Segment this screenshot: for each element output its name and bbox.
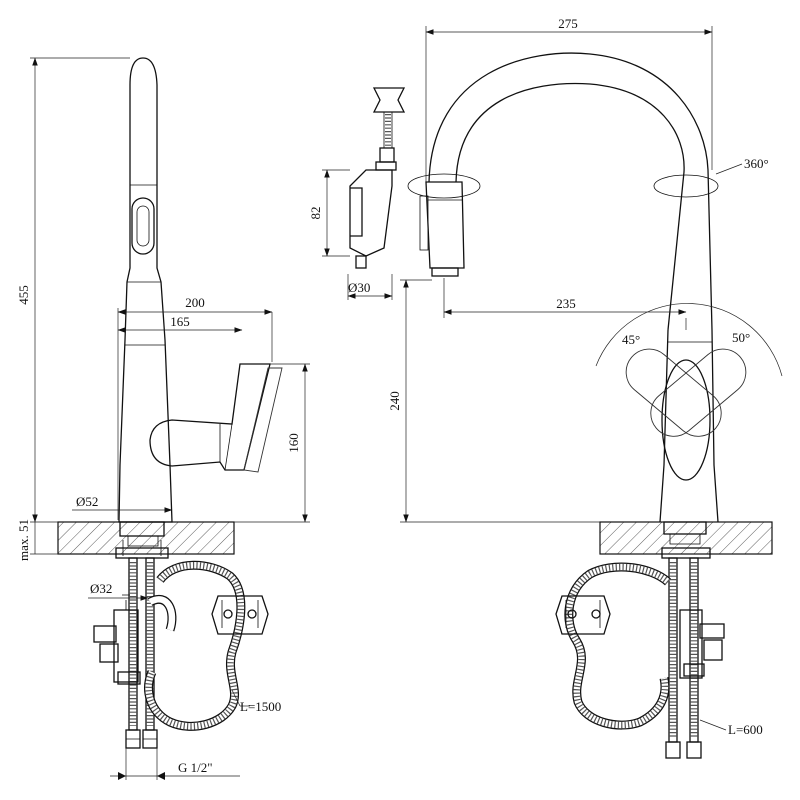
hose-cut-end xyxy=(372,87,406,113)
leader-600 xyxy=(699,719,727,731)
label-thread: G 1/2" xyxy=(178,760,213,775)
front-washer xyxy=(661,547,711,559)
spray-button-outer xyxy=(131,197,155,255)
counterweight-left xyxy=(211,595,269,635)
front-nozzle xyxy=(431,267,459,277)
faucet-body-side xyxy=(118,57,173,523)
pullout-hose-left xyxy=(144,560,246,731)
detail-nozzle xyxy=(355,255,367,269)
label-max51: max. 51 xyxy=(16,519,31,561)
detail-connector xyxy=(379,147,395,163)
valve-lower xyxy=(117,671,141,685)
valve-nut xyxy=(99,643,119,663)
front-tube-2 xyxy=(689,557,699,743)
detail-head-button xyxy=(350,187,363,237)
label-82: 82 xyxy=(308,207,323,220)
side-view: 455 max. 51 200 165 160 Ø52 Ø32 L=1500 G… xyxy=(16,57,310,780)
handle-ghost-right xyxy=(650,348,747,437)
counterweight-right xyxy=(555,595,611,635)
front-valve-body xyxy=(679,609,703,679)
weight-screw-2 xyxy=(247,609,257,619)
pullout-hose-right xyxy=(564,562,671,730)
label-240: 240 xyxy=(387,391,402,411)
label-1500: L=1500 xyxy=(240,699,281,714)
label-45: 45° xyxy=(622,332,640,347)
weight-screw-1 xyxy=(223,609,233,619)
label-160: 160 xyxy=(286,433,301,453)
label-200: 200 xyxy=(185,295,205,310)
label-165: 165 xyxy=(170,314,190,329)
lever-handle-side xyxy=(149,363,271,471)
lever-handle-ghost xyxy=(243,367,283,473)
spray-button-inner xyxy=(136,205,150,247)
countertop-right xyxy=(599,521,773,555)
angle-arc xyxy=(595,303,783,377)
front-handle xyxy=(661,359,711,481)
front-tube-1 xyxy=(668,557,678,743)
detail-hose xyxy=(383,112,393,148)
handle-ghost-left xyxy=(625,348,722,437)
front-fitting-1 xyxy=(665,741,681,759)
label-52: Ø52 xyxy=(76,494,98,509)
valve-top xyxy=(122,594,130,610)
label-30: Ø30 xyxy=(348,280,370,295)
front-view: 275 360° 235 240 45° 50° L=600 xyxy=(387,16,783,759)
front-fitting-2 xyxy=(686,741,702,759)
mount-nut xyxy=(127,535,159,547)
leader-360 xyxy=(715,163,743,175)
front-spray-head xyxy=(425,181,465,269)
label-50: 50° xyxy=(732,330,750,345)
spray-head-detail: 82 Ø30 xyxy=(308,87,406,300)
handle-step xyxy=(224,423,233,471)
label-600: L=600 xyxy=(728,722,763,737)
front-valve-outlet xyxy=(699,623,725,639)
label-275: 275 xyxy=(558,16,578,31)
body-rotation-ellipse xyxy=(653,174,719,198)
detail-head-body xyxy=(349,169,393,257)
front-body xyxy=(659,329,719,523)
valve-outlet xyxy=(93,625,117,643)
gooseneck-inner xyxy=(455,82,685,331)
label-455: 455 xyxy=(16,285,31,305)
label-235: 235 xyxy=(556,296,576,311)
gooseneck-outer xyxy=(428,52,713,331)
label-32: Ø32 xyxy=(90,581,112,596)
head-rotation-ellipse xyxy=(407,173,481,199)
countertop-left xyxy=(57,521,235,555)
mount-washer xyxy=(115,547,169,559)
label-360: 360° xyxy=(744,156,769,171)
